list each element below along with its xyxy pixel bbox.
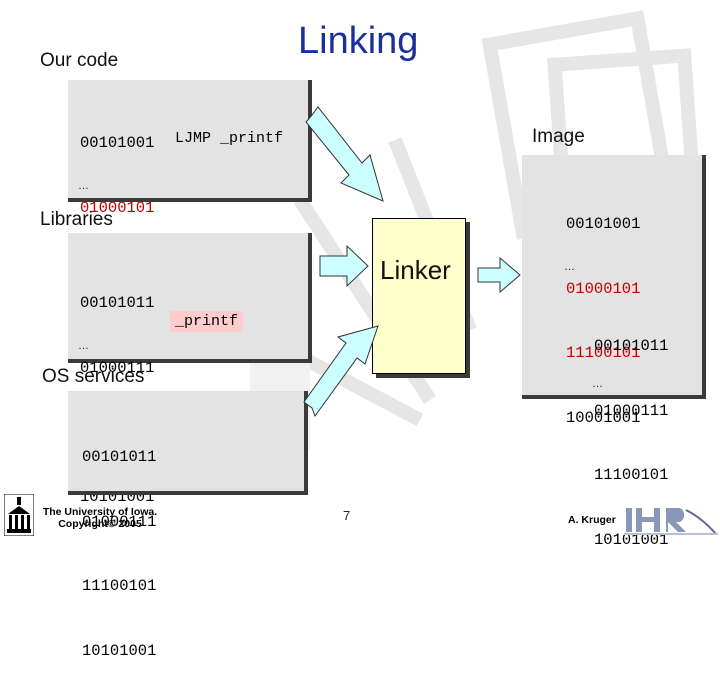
code-line: 00101001: [566, 215, 641, 233]
code-line: 01000101: [566, 279, 641, 298]
image-heading: Image: [532, 126, 585, 147]
our-code-heading: Our code: [40, 50, 119, 71]
linker-box: [372, 218, 466, 374]
code-line: 01000111: [80, 358, 155, 377]
libraries-box: [68, 233, 312, 363]
university-credit: The University of Iowa. Copyright© 2005: [36, 506, 164, 530]
slide-title: Linking: [298, 20, 419, 62]
os-services-heading: OS services: [42, 366, 145, 387]
code-line: 01000111: [594, 401, 669, 420]
libraries-heading: Libraries: [40, 209, 113, 230]
code-line: 11100101: [566, 344, 641, 362]
libraries-ellipsis: …: [78, 340, 89, 352]
linker-label: Linker: [380, 255, 451, 285]
image-box: [522, 155, 706, 399]
code-line: 10101001: [82, 641, 157, 660]
university-logo-icon: [4, 494, 34, 536]
our-code-ellipsis: …: [78, 180, 89, 192]
author-name: A. Kruger: [568, 514, 616, 526]
code-line: 10001001: [566, 408, 641, 427]
arrows-layer: [303, 106, 521, 418]
arrow-libraries-to-linker: [319, 244, 369, 288]
code-line: 11100101: [594, 466, 669, 484]
code-line: 00101011: [82, 448, 157, 466]
page-number: 7: [343, 508, 351, 523]
arrow-linker-to-image: [477, 256, 521, 294]
code-line: 00101001: [80, 134, 155, 152]
code-line: 01000101: [80, 198, 155, 217]
image-ellipsis-1: …: [564, 261, 575, 273]
image-block1-lines: 00101001 01000101 11100101 10001001: [566, 171, 640, 451]
arrow-our-code-to-linker: [305, 106, 384, 202]
code-line: 00101011: [594, 337, 669, 355]
arrow-os-to-linker: [303, 325, 379, 418]
image-ellipsis-2: …: [592, 378, 603, 390]
printf-label: _printf: [170, 311, 244, 332]
ljmp-printf-label: LJMP _printf: [170, 128, 289, 149]
university-line-2: Copyright© 2005: [58, 518, 142, 530]
code-line: 01000111: [82, 512, 157, 531]
university-line-1: The University of Iowa.: [42, 506, 158, 518]
ihr-logo-icon: [624, 508, 718, 535]
code-line: 11100101: [82, 577, 157, 595]
code-line: 00101011: [80, 294, 155, 312]
os-services-box: [68, 391, 308, 495]
